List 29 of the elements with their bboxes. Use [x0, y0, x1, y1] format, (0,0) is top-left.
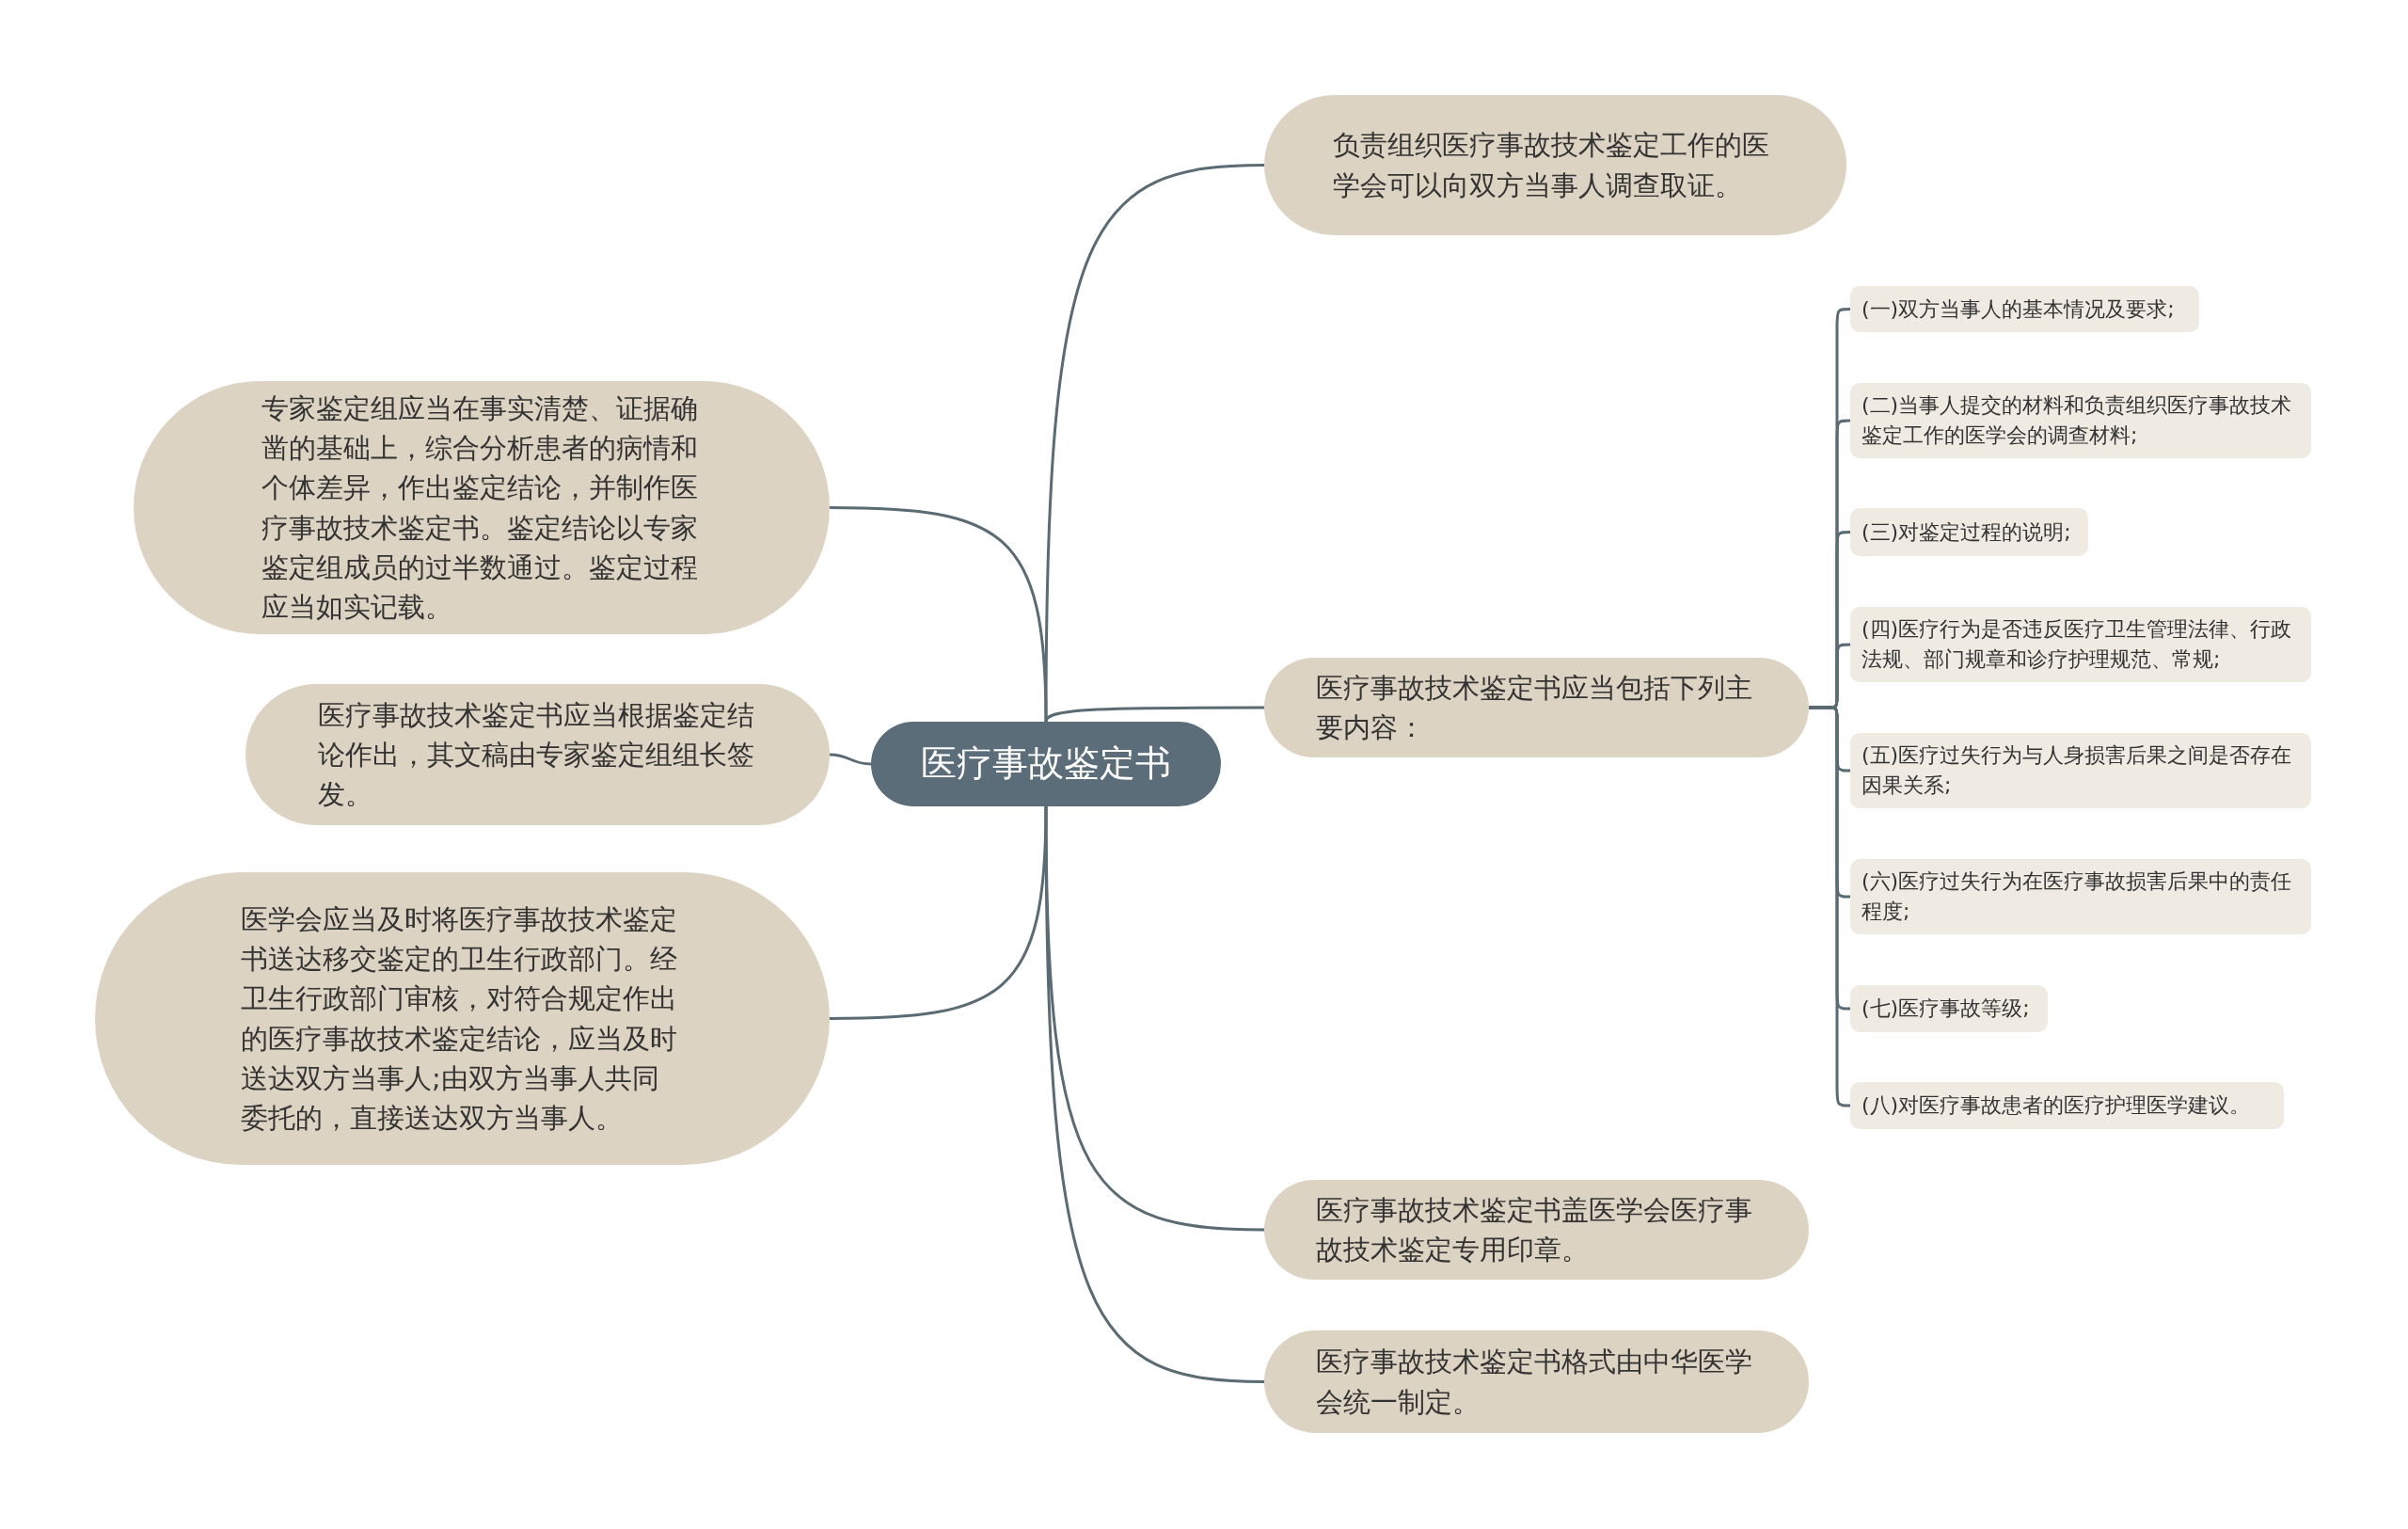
connector-line: [829, 753, 872, 766]
topic-text: (六)医疗过失行为在医疗事故损害后果中的责任程度;: [1861, 868, 2293, 925]
topic-text: 专家鉴定组应当在事实清楚、证据确凿的基础上，综合分析患者的病情和个体差异，作出鉴定结论，并制作医疗事故技术鉴定书。鉴定结论以专家鉴定组成员的过半数通过。鉴定过程应当如实记载。: [261, 391, 699, 625]
topic-text: 医疗事故技术鉴定书盖医学会医疗事故技术鉴定专用印章。: [1316, 1192, 1753, 1267]
topic-text: (二)当事人提交的材料和负责组织医疗事故技术鉴定工作的医学会的调查材料;: [1861, 392, 2293, 449]
subtopic-box: [1850, 1082, 2284, 1129]
subtopic-box: [1850, 985, 2048, 1032]
topic-text: 医学会应当及时将医疗事故技术鉴定书送达移交鉴定的卫生行政部门。经卫生行政部门审核，对符合规定作出的医疗事故技术鉴定结论，应当及时送达双方当事人;由双方当事人共同委托的，直接送达双方当事人。: [241, 902, 678, 1136]
subtopic-box: [1850, 508, 2088, 556]
subtopic-box: [1850, 607, 2311, 682]
topic-text: (四)医疗行为是否违反医疗卫生管理法律、行政法规、部门规章和诊疗护理规范、常规;: [1861, 616, 2293, 673]
topic-title: 医疗事故鉴定书: [921, 741, 1171, 787]
subtopic-box: [1850, 733, 2311, 808]
connector-line: [830, 506, 1048, 723]
topic-text: (八)对医疗事故患者的医疗护理医学建议。: [1861, 1092, 2252, 1120]
topic-text: (五)医疗过失行为与人身损害后果之间是否存在因果关系;: [1861, 742, 2293, 799]
topic-text: 医疗事故技术鉴定书应当包括下列主要内容：: [1316, 670, 1753, 745]
connector-line: [830, 805, 1048, 1020]
topic-text: (三)对鉴定过程的说明;: [1861, 518, 2072, 546]
subtopic-box: [1850, 383, 2311, 458]
topic-text: 负责组织医疗事故技术鉴定工作的医学会可以向双方当事人调查取证。: [1333, 128, 1770, 203]
topic-text: (七)医疗事故等级;: [1861, 995, 2031, 1023]
connector-line: [1809, 706, 1850, 1107]
topic-text: (一)双方当事人的基本情况及要求;: [1861, 295, 2176, 323]
connector-line: [1044, 706, 1264, 723]
subtopic-box: [1850, 859, 2311, 934]
subtopic-box: [1850, 286, 2199, 332]
topic-text: 医疗事故技术鉴定书应当根据鉴定结论作出，其文稿由专家鉴定组组长签发。: [318, 697, 755, 812]
topic-text: 医疗事故技术鉴定书格式由中华医学会统一制定。: [1316, 1345, 1753, 1420]
